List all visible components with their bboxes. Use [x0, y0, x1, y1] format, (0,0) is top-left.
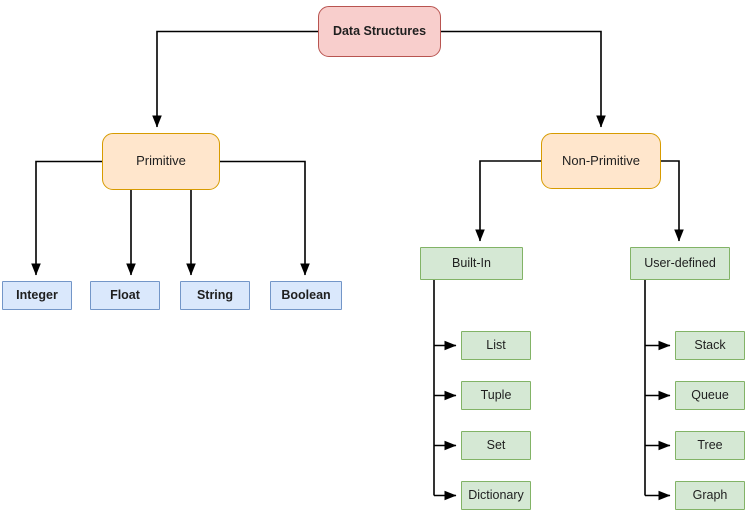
node-float[interactable]: Float — [90, 281, 160, 310]
node-integer[interactable]: Integer — [2, 281, 72, 310]
edge-root-to-non-primitive — [441, 30, 606, 128]
node-tree[interactable]: Tree — [675, 431, 745, 460]
node-non-primitive[interactable]: Non-Primitive — [541, 133, 661, 189]
node-boolean[interactable]: Boolean — [270, 281, 342, 310]
edge-group-user-defined-branches — [645, 340, 671, 501]
node-list[interactable]: List — [461, 331, 531, 360]
edge-non-primitive-to-user-defined — [661, 160, 684, 242]
node-built-in[interactable]: Built-In — [420, 247, 523, 280]
node-primitive[interactable]: Primitive — [102, 133, 220, 190]
node-string[interactable]: String — [180, 281, 250, 310]
edge-primitive-to-boolean — [220, 160, 310, 276]
node-user-defined[interactable]: User-defined — [630, 247, 730, 280]
node-tuple[interactable]: Tuple — [461, 381, 531, 410]
node-stack[interactable]: Stack — [675, 331, 745, 360]
node-data-structures[interactable]: Data Structures — [318, 6, 441, 57]
edge-non-primitive-to-built-in — [475, 160, 541, 242]
node-graph[interactable]: Graph — [675, 481, 745, 510]
edge-group-built-in-branches — [434, 340, 457, 501]
edge-primitive-to-integer — [31, 160, 102, 276]
node-queue[interactable]: Queue — [675, 381, 745, 410]
edge-root-to-primitive — [152, 30, 318, 128]
node-dictionary[interactable]: Dictionary — [461, 481, 531, 510]
node-set[interactable]: Set — [461, 431, 531, 460]
